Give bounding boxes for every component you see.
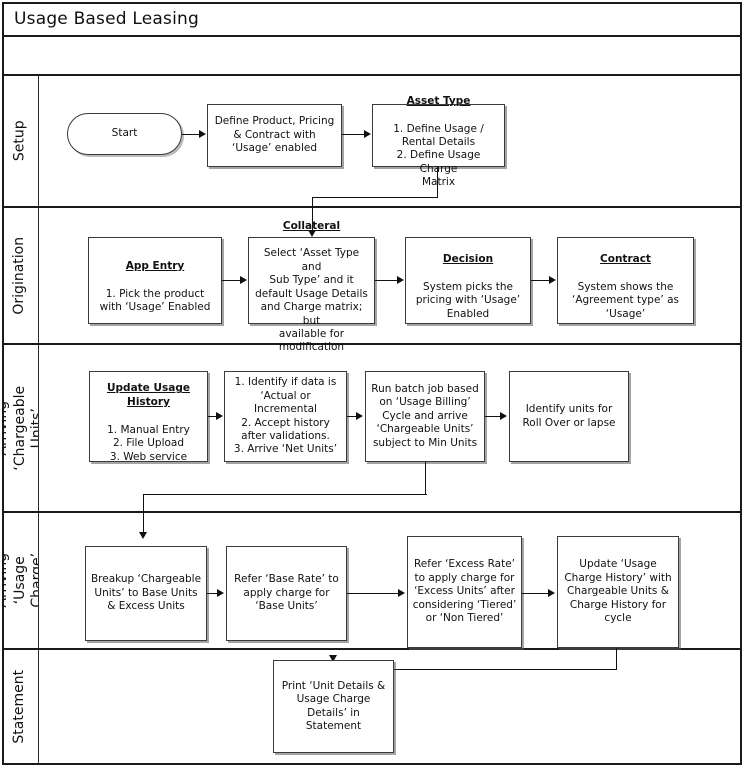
arrowhead-asset-type [364, 129, 371, 138]
arrowhead-contract [549, 275, 556, 284]
arrowhead-print-statement-top [328, 655, 337, 662]
node-start[interactable]: Start [67, 113, 182, 155]
node-decision-body: System picks the pricing with ‘Usage’ En… [415, 281, 521, 320]
swimlane-origination: Origination App Entry 1. Pick the produc… [2, 208, 742, 353]
swimlane-body-setup: Start Define Product, Pricing & Contract… [39, 76, 742, 206]
node-print-statement[interactable]: Print ‘Unit Details & Usage Charge Detai… [273, 660, 394, 753]
connector-run-batch-job-down [425, 462, 426, 495]
node-update-usage-history-body: 1. Manual Entry 2. File Upload 3. Web se… [107, 423, 190, 463]
swimlane-label-arriving-chargeable-units: Arriving ‘Chargeable Units’ [2, 345, 39, 511]
node-identify-rollover[interactable]: Identify units for Roll Over or lapse [509, 371, 629, 462]
connector-refer-excess-rate-to-update-history [522, 593, 549, 594]
arrowhead-run-batch-job [356, 411, 363, 420]
node-collateral-body: Select ‘Asset Type and Sub Type’ and it … [255, 247, 368, 354]
swimlane-setup: Setup Start Define Product, Pricing & Co… [2, 76, 742, 208]
node-collateral-heading: Collateral [282, 219, 341, 232]
connector-into-breakup-units [143, 494, 144, 536]
swimlane-body-arriving-usage-charge: Breakup ‘Chargeable Units’ to Base Units… [39, 513, 742, 648]
arrowhead-define-product [199, 129, 206, 138]
node-identify-data[interactable]: 1. Identify if data is ‘Actual or Increm… [224, 371, 347, 462]
node-contract-body: System shows the ‘Agreement type’ as ‘Us… [571, 281, 680, 320]
connector-asset-type-down [437, 167, 438, 198]
node-app-entry[interactable]: App Entry 1. Pick the product with ‘Usag… [88, 237, 222, 324]
swimlane-label-origination: Origination [2, 208, 39, 343]
node-contract[interactable]: Contract System shows the ‘Agreement typ… [557, 237, 694, 324]
swimlane-body-origination: App Entry 1. Pick the product with ‘Usag… [39, 208, 742, 353]
node-decision[interactable]: Decision System picks the pricing with ‘… [405, 237, 531, 324]
node-app-entry-heading: App Entry [125, 259, 185, 272]
node-asset-type-heading: Asset Type [406, 94, 471, 107]
arrowhead-refer-base-rate [217, 588, 224, 597]
arrowhead-identify-data [216, 411, 223, 420]
swimlane-arriving-usage-charge: Arriving ‘Usage Charge’ Breakup ‘Chargea… [2, 513, 742, 650]
arrowhead-collateral-top [307, 230, 316, 237]
connector-refer-base-rate-to-refer-excess-rate [347, 593, 399, 594]
arrowhead-collateral [240, 275, 247, 284]
node-asset-type[interactable]: Asset Type 1. Define Usage / Rental Deta… [372, 95, 505, 188]
node-run-batch-job[interactable]: Run batch job based on ‘Usage Billing’ C… [365, 371, 485, 462]
node-update-usage-history-heading: Update Usage History [107, 382, 190, 408]
swimlane-label-statement: Statement [2, 650, 39, 763]
connector-collateral-to-decision [375, 280, 398, 281]
node-app-entry-body: 1. Pick the product with ‘Usage’ Enabled [99, 287, 211, 314]
node-breakup-chargeable-units[interactable]: Breakup ‘Chargeable Units’ to Base Units… [85, 546, 207, 641]
node-refer-base-rate[interactable]: Refer ‘Base Rate’ to apply charge for ‘B… [226, 546, 347, 641]
connector-identify-data-to-run-batch-job [347, 416, 357, 417]
connector-breakup-to-refer-base-rate [207, 593, 218, 594]
arrowhead-breakup-units-top [138, 532, 147, 539]
swimlane-body-arriving-chargeable-units: Update Usage History 1. Manual Entry 2. … [39, 345, 742, 511]
connector-update-history-down [616, 648, 617, 670]
node-update-usage-charge-history[interactable]: Update ‘Usage Charge History’ with Charg… [557, 536, 679, 648]
node-refer-excess-rate[interactable]: Refer ‘Excess Rate’ to apply charge for … [407, 536, 522, 648]
swimlane-statement: Statement Print ‘Unit Details & Usage Ch… [2, 650, 742, 763]
swimlane-label-setup: Setup [2, 76, 39, 206]
arrowhead-update-usage-charge-history [548, 588, 555, 597]
diagram-title-band: Usage Based Leasing [2, 2, 742, 37]
node-collateral[interactable]: Collateral Select ‘Asset Type and Sub Ty… [248, 220, 375, 353]
connector-run-batch-job-to-identify-rollover [485, 416, 501, 417]
connector-app-entry-to-collateral [222, 280, 241, 281]
connector-run-batch-job-left [143, 494, 427, 495]
swimlane-body-statement: Print ‘Unit Details & Usage Charge Detai… [39, 650, 742, 763]
connector-asset-type-left [312, 197, 438, 198]
swimlane-label-arriving-usage-charge: Arriving ‘Usage Charge’ [2, 513, 39, 648]
connector-start-to-define-product [182, 134, 200, 135]
arrowhead-refer-excess-rate [398, 588, 405, 597]
node-define-product[interactable]: Define Product, Pricing & Contract with … [207, 104, 342, 167]
arrowhead-decision [397, 275, 404, 284]
node-contract-heading: Contract [600, 253, 651, 266]
swimlane-arriving-chargeable-units: Arriving ‘Chargeable Units’ Update Usage… [2, 345, 742, 513]
arrowhead-identify-rollover [500, 411, 507, 420]
page-title: Usage Based Leasing [14, 8, 199, 29]
node-decision-heading: Decision [442, 253, 494, 266]
connector-update-usage-history-to-identify-data [208, 416, 217, 417]
node-asset-type-body: 1. Define Usage / Rental Details 2. Defi… [393, 122, 484, 189]
node-update-usage-history[interactable]: Update Usage History 1. Manual Entry 2. … [89, 371, 208, 463]
connector-update-history-left [333, 669, 617, 670]
connector-into-collateral [312, 197, 313, 234]
connector-decision-to-contract [531, 280, 550, 281]
diagram-subtitle-band [2, 37, 742, 76]
connector-define-product-to-asset-type [342, 134, 365, 135]
